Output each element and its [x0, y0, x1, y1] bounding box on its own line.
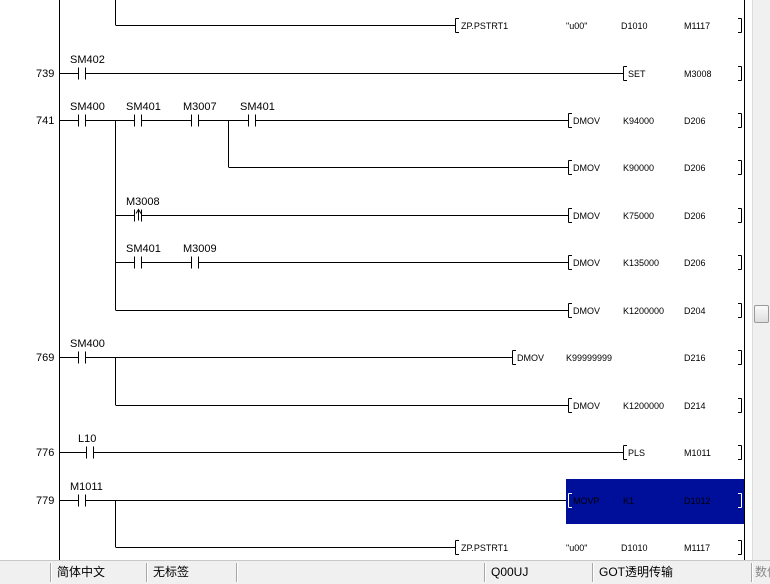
contact-label: SM401	[126, 243, 161, 255]
instruction-operand: K90000	[623, 163, 654, 173]
instruction-name: PLS	[628, 448, 645, 458]
status-separator	[146, 563, 148, 582]
instruction-operand: D206	[684, 258, 706, 268]
status-separator	[50, 563, 52, 582]
instruction-name: DMOV	[517, 353, 544, 363]
instruction-operand: M1117	[684, 543, 710, 553]
contact-label: M3008	[126, 196, 160, 208]
instruction-operand: K1200000	[623, 306, 664, 316]
instruction-operand: D1010	[621, 543, 648, 553]
instruction-name: MOVP	[573, 496, 600, 506]
instruction-operand: K1	[623, 496, 634, 506]
instruction-operand: K94000	[623, 116, 654, 126]
contact-label: SM401	[240, 101, 275, 113]
step-number: 769	[36, 352, 54, 364]
instruction-operand: D206	[684, 211, 706, 221]
step-number: 741	[36, 115, 54, 127]
instruction-name: DMOV	[573, 401, 600, 411]
contact-label: M3009	[183, 243, 217, 255]
status-separator	[484, 563, 486, 582]
instruction-operand: M1117	[684, 21, 710, 31]
status-separator	[751, 563, 753, 582]
instruction-name: DMOV	[573, 306, 600, 316]
instruction-operand: K99999999	[566, 353, 612, 363]
rung[interactable]: 739	[36, 68, 54, 80]
instruction-name: ZP.PSTRT1	[461, 543, 508, 553]
step-number: 776	[36, 447, 54, 459]
instruction-name: DMOV	[573, 163, 600, 173]
selection-highlight	[566, 479, 744, 524]
step-number: 739	[36, 68, 54, 80]
status-bar: 简体中文 无标签 Q00UJ GOT透明传输 数值	[0, 560, 770, 584]
instruction-operand: D206	[684, 116, 706, 126]
status-separator	[236, 563, 238, 582]
status-connection: GOT透明传输	[599, 565, 673, 579]
status-label-mode: 无标签	[153, 565, 190, 579]
instruction-name: DMOV	[573, 211, 600, 221]
pulse-arrow-head	[135, 208, 142, 214]
scrollbar-thumb[interactable]	[754, 305, 769, 323]
step-number: 779	[36, 495, 54, 507]
status-language: 简体中文	[57, 565, 106, 579]
instruction-operand: M1011	[684, 448, 711, 458]
instruction-operand: D206	[684, 163, 706, 173]
instruction-operand: K75000	[623, 211, 654, 221]
rung[interactable]: 779	[36, 495, 54, 507]
instruction-operand: D204	[684, 306, 706, 316]
status-separator	[592, 563, 594, 582]
contact-label: SM400	[70, 338, 105, 350]
instruction-name: SET	[628, 69, 646, 79]
contact-label: SM402	[70, 54, 105, 66]
rung[interactable]: 741	[36, 115, 54, 127]
instruction-name: ZP.PSTRT1	[461, 21, 508, 31]
instruction-operand: M3008	[684, 69, 712, 79]
vertical-scrollbar[interactable]	[752, 0, 770, 560]
instruction-operand: D1010	[621, 21, 648, 31]
rung[interactable]: 776	[36, 447, 54, 459]
instruction-operand: K135000	[623, 258, 659, 268]
instruction-operand: D1012	[684, 496, 711, 506]
rung[interactable]: 769	[36, 352, 54, 364]
contact-label: L10	[78, 433, 96, 445]
instruction-operand: K1200000	[623, 401, 664, 411]
instruction-name: DMOV	[573, 258, 600, 268]
contact-label: SM401	[126, 101, 161, 113]
instruction-operand: "u00"	[566, 21, 587, 31]
instruction-name: DMOV	[573, 116, 600, 126]
instruction-operand: D214	[684, 401, 706, 411]
status-mode: 数值	[755, 565, 770, 579]
instruction-operand: "u00"	[566, 543, 587, 553]
contact-label: M1011	[70, 481, 103, 493]
contact-label: M3007	[183, 101, 217, 113]
status-cpu-type: Q00UJ	[491, 565, 529, 579]
contact-label: SM400	[70, 101, 105, 113]
instruction-operand: D216	[684, 353, 706, 363]
